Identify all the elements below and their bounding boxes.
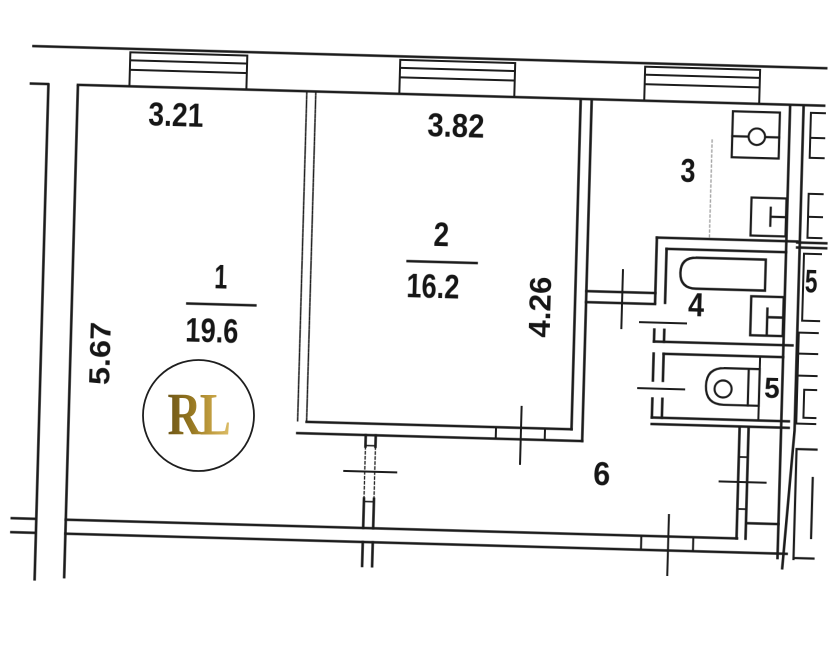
- svg-text:3.21: 3.21: [148, 95, 204, 134]
- svg-text:2: 2: [433, 216, 450, 254]
- svg-text:16.2: 16.2: [406, 267, 460, 306]
- svg-text:6: 6: [593, 455, 611, 492]
- svg-text:4.26: 4.26: [522, 276, 559, 338]
- svg-text:5: 5: [764, 373, 780, 405]
- svg-text:19.6: 19.6: [185, 311, 239, 350]
- svg-text:3.82: 3.82: [427, 106, 485, 145]
- svg-text:5.67: 5.67: [84, 322, 118, 386]
- svg-text:4: 4: [688, 286, 706, 323]
- svg-text:5: 5: [804, 263, 818, 299]
- svg-text:RL: RL: [168, 381, 230, 448]
- svg-text:1: 1: [214, 258, 228, 296]
- svg-text:3: 3: [680, 152, 696, 189]
